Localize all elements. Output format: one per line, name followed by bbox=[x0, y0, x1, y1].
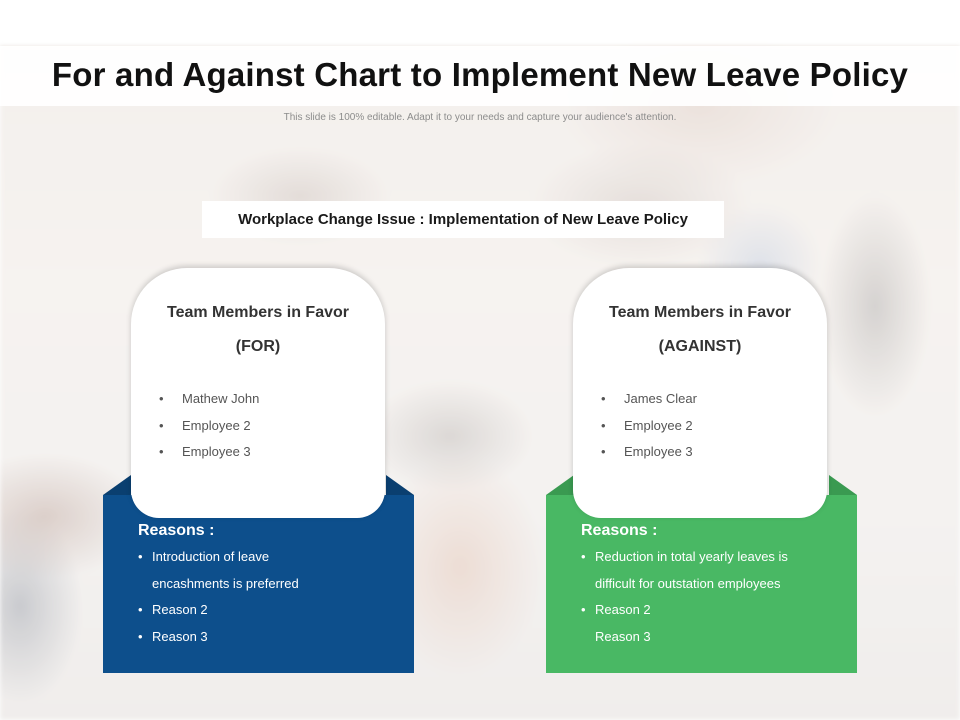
against-reasons-list: Reduction in total yearly leaves is diff… bbox=[581, 544, 857, 650]
against-reasons-title: Reasons : bbox=[581, 522, 658, 539]
for-card-heading: Team Members in Favor bbox=[167, 304, 349, 321]
list-item: difficult for outstation employees bbox=[595, 575, 781, 591]
for-reasons-panel: Reasons : Introduction of leave encashme… bbox=[103, 495, 414, 673]
list-item: Introduction of leave bbox=[138, 544, 382, 571]
list-item: Reduction in total yearly leaves is bbox=[581, 544, 825, 571]
against-reasons-panel: Reasons : Reduction in total yearly leav… bbox=[546, 495, 857, 673]
against-card-heading: Team Members in Favor bbox=[609, 304, 791, 321]
list-item: Mathew John bbox=[159, 386, 385, 413]
slide-title: For and Against Chart to Implement New L… bbox=[51, 56, 909, 93]
against-card: Team Members in Favor (AGAINST) James Cl… bbox=[573, 268, 827, 518]
title-band bbox=[0, 46, 960, 106]
list-item: Employee 3 bbox=[601, 439, 827, 466]
slide-subtitle: This slide is 100% editable. Adapt it to… bbox=[283, 112, 677, 123]
list-item: Employee 2 bbox=[159, 413, 385, 440]
list-item: Reason 2 bbox=[581, 597, 825, 624]
list-item: encashments is preferred bbox=[152, 575, 299, 591]
list-item: Employee 2 bbox=[601, 413, 827, 440]
issue-banner: Workplace Change Issue : Implementation … bbox=[202, 201, 724, 238]
against-flap-left bbox=[546, 475, 574, 495]
list-item: Employee 3 bbox=[159, 439, 385, 466]
against-flap-right bbox=[829, 475, 857, 495]
against-card-subheading: (AGAINST) bbox=[658, 338, 742, 355]
for-flap-right bbox=[386, 475, 414, 495]
list-item: Reason 3 bbox=[595, 628, 651, 644]
against-members-list: James Clear Employee 2 Employee 3 bbox=[601, 386, 827, 466]
for-card: Team Members in Favor (FOR) Mathew John … bbox=[131, 268, 385, 518]
list-item: James Clear bbox=[601, 386, 827, 413]
for-members-list: Mathew John Employee 2 Employee 3 bbox=[159, 386, 385, 466]
for-card-subheading: (FOR) bbox=[235, 338, 281, 355]
for-reasons-list: Introduction of leave encashments is pre… bbox=[138, 544, 414, 650]
list-item: Reason 3 bbox=[138, 624, 382, 651]
for-reasons-title: Reasons : bbox=[138, 522, 215, 539]
for-flap-left bbox=[103, 475, 131, 495]
list-item: Reason 2 bbox=[138, 597, 382, 624]
